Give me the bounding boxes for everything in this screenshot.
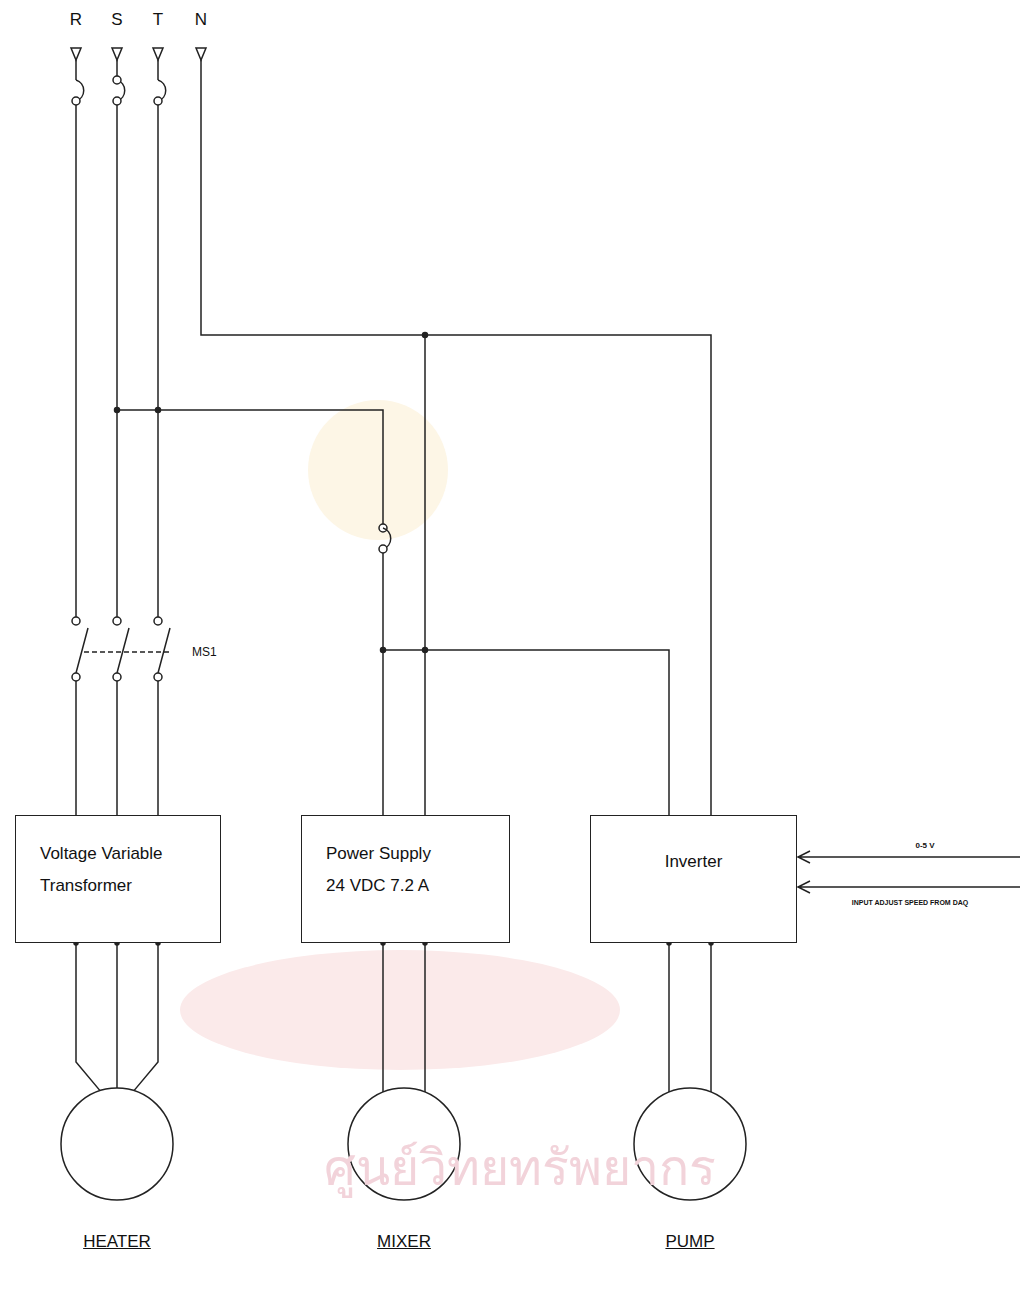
phase-label: T xyxy=(153,10,163,30)
box-text: Inverter xyxy=(609,846,779,878)
contactor-label: MS1 xyxy=(192,645,217,659)
watermark-text: ศูนย์วิทยทรัพยากร xyxy=(324,1128,716,1207)
neutral-label: N xyxy=(195,10,207,30)
motor-circle xyxy=(20,1086,214,1202)
phase-label: R xyxy=(70,10,82,30)
heater-circle: HEATER xyxy=(20,1086,214,1252)
signal-label: 0-5 V xyxy=(915,841,934,850)
terminal-symbol xyxy=(112,48,122,60)
inverter-box: Inverter xyxy=(590,815,797,943)
power-wires xyxy=(74,941,160,1091)
power-wires xyxy=(667,941,713,1092)
box-text: Voltage Variable Transformer xyxy=(40,838,190,903)
box-text: 24 VDC 7.2 A xyxy=(326,870,495,902)
terminal-symbol xyxy=(196,48,206,60)
signal-label: INPUT ADJUST SPEED FROM DAQ xyxy=(852,899,968,906)
load-label: PUMP xyxy=(593,1232,787,1252)
load-label: MIXER xyxy=(307,1232,501,1252)
phase-wires xyxy=(72,60,170,815)
load-label: HEATER xyxy=(20,1232,214,1252)
power-supply-box: Power Supply24 VDC 7.2 A xyxy=(301,815,510,943)
box-text: Power Supply xyxy=(326,838,495,870)
terminal-symbol xyxy=(71,48,81,60)
speed-input-arrows xyxy=(798,851,1020,893)
power-wires xyxy=(381,941,427,1092)
control-supply-wires xyxy=(115,60,712,815)
phase-label: S xyxy=(111,10,122,30)
transformer-box: Voltage Variable Transformer xyxy=(15,815,221,943)
terminal-symbol xyxy=(153,48,163,60)
